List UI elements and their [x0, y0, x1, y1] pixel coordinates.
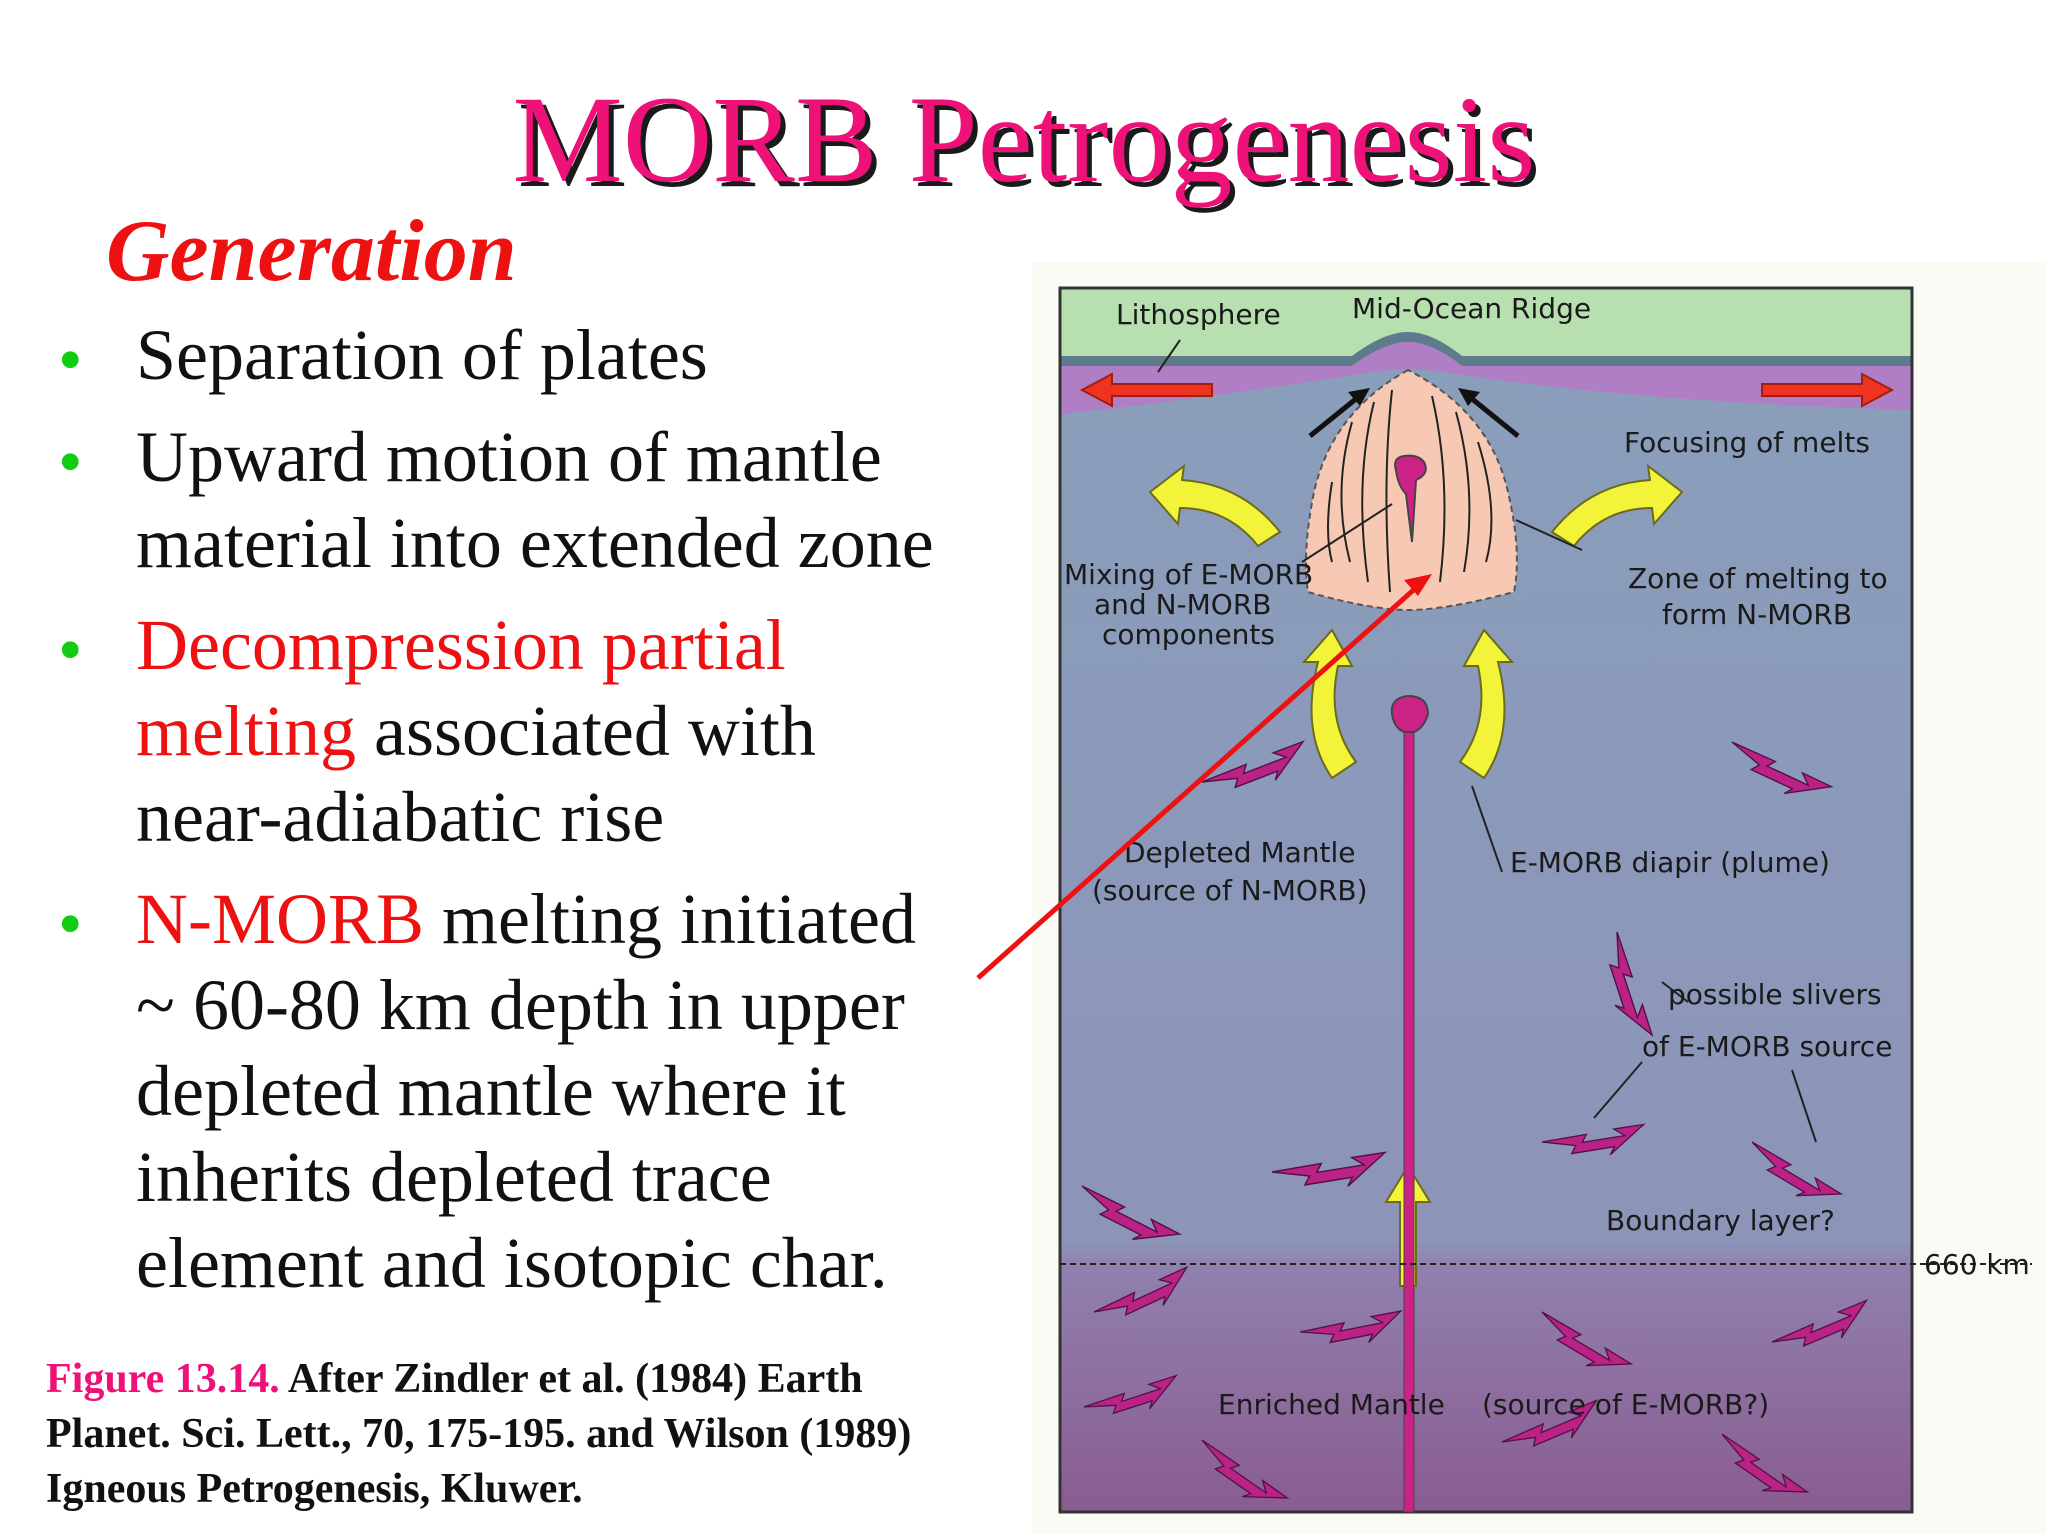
label-focusing-of-melts: Focusing of melts — [1624, 426, 1870, 459]
bullet-decompression: Decompression partial melting associated… — [136, 602, 1036, 860]
caption-text: After Zindler et al. (1984) Earth — [279, 1356, 863, 1402]
melt-channels — [1327, 389, 1493, 593]
emorb-blob-upper — [1394, 454, 1427, 543]
bullet-line: near-adiabatic rise — [136, 777, 665, 857]
bullet-n-morb: N-MORB melting initiated ~ 60-80 km dept… — [136, 876, 1036, 1306]
bullet-marker: • — [58, 424, 83, 501]
bullet-line: ~ 60-80 km depth in upper — [136, 965, 905, 1045]
focusing-arrow-left — [1308, 392, 1364, 438]
focusing-arrowhead-left — [1348, 388, 1370, 406]
caption-text: Igneous Petrogenesis, Kluwer. — [46, 1466, 583, 1512]
label-mixing-line3: components — [1102, 618, 1275, 651]
highlight-n-morb: N-MORB — [136, 879, 425, 959]
bullet-line: element and isotopic char. — [136, 1223, 888, 1303]
label-mixing-line2: and N-MORB — [1094, 588, 1272, 621]
bullet-text: melting initiated — [424, 879, 916, 959]
label-enriched-mantle: Enriched Mantle — [1218, 1388, 1445, 1421]
focusing-arrowhead-right — [1458, 388, 1480, 406]
oceanic-crust-layer — [1060, 342, 1912, 414]
bullet-line-highlight: Decompression partial — [136, 605, 786, 685]
bullet-marker: • — [58, 322, 83, 399]
highlight-melting: melting — [136, 691, 356, 771]
label-slivers-line1: possible slivers — [1668, 978, 1882, 1011]
bullet-upward-motion: Upward motion of mantle material into ex… — [136, 414, 1036, 586]
label-enriched-source: (source of E-MORB?) — [1482, 1388, 1769, 1421]
section-heading: Generation — [106, 203, 517, 300]
spreading-arrow-left — [1079, 372, 1213, 408]
ridge-crest — [1060, 332, 1912, 366]
caption-label: Figure 13.14. — [46, 1356, 280, 1402]
figure-caption: Figure 13.14. After Zindler et al. (1984… — [46, 1352, 1026, 1517]
label-zone-line2: form N-MORB — [1662, 598, 1852, 631]
spreading-arrow-right — [1761, 372, 1895, 408]
label-mid-ocean-ridge: Mid-Ocean Ridge — [1352, 292, 1591, 325]
label-depleted-line1: Depleted Mantle — [1124, 836, 1356, 869]
focusing-arrow-right — [1464, 392, 1520, 438]
leader-lines — [1157, 339, 1817, 1143]
convection-arrow-upper-right — [1550, 463, 1684, 548]
emorb-diapir-head — [1390, 694, 1430, 733]
label-zone-line1: Zone of melting to — [1628, 562, 1888, 595]
label-660-km: 660 km — [1924, 1248, 2030, 1281]
caption-text: Planet. Sci. Lett., 70, 175-195. and Wil… — [46, 1411, 912, 1457]
upwelling-arrow-right — [1458, 628, 1515, 780]
label-depleted-line2: (source of N-MORB) — [1092, 874, 1368, 907]
bullet-line: N-MORB melting initiated — [136, 876, 1036, 962]
bullet-marker: • — [58, 612, 83, 689]
label-mixing-line1: Mixing of E-MORB — [1064, 558, 1313, 591]
bullet-separation: Separation of plates — [136, 315, 708, 395]
bullet-marker: • — [58, 886, 83, 963]
bullet-line: Upward motion of mantle — [136, 417, 882, 497]
slide-title: MORB Petrogenesis — [512, 71, 1536, 208]
morb-cross-section-diagram: Lithosphere Mid-Ocean Ridge Focusing of … — [1058, 286, 2032, 1514]
bullet-line: depleted mantle where it — [136, 1051, 846, 1131]
convection-arrow-upper-left — [1148, 463, 1282, 548]
label-slivers-line2: of E-MORB source — [1642, 1030, 1892, 1063]
lithosphere-layer — [1060, 288, 1912, 356]
bullet-line: material into extended zone — [136, 503, 934, 583]
bullet-line: melting associated with — [136, 688, 1036, 774]
bullet-line: inherits depleted trace — [136, 1137, 772, 1217]
label-boundary-layer: Boundary layer? — [1606, 1204, 1835, 1237]
label-lithosphere: Lithosphere — [1116, 298, 1281, 331]
label-emorb-diapir: E-MORB diapir (plume) — [1510, 846, 1830, 879]
diagram-figure: Lithosphere Mid-Ocean Ridge Focusing of … — [1032, 262, 2046, 1534]
bullet-text: associated with — [355, 691, 816, 771]
